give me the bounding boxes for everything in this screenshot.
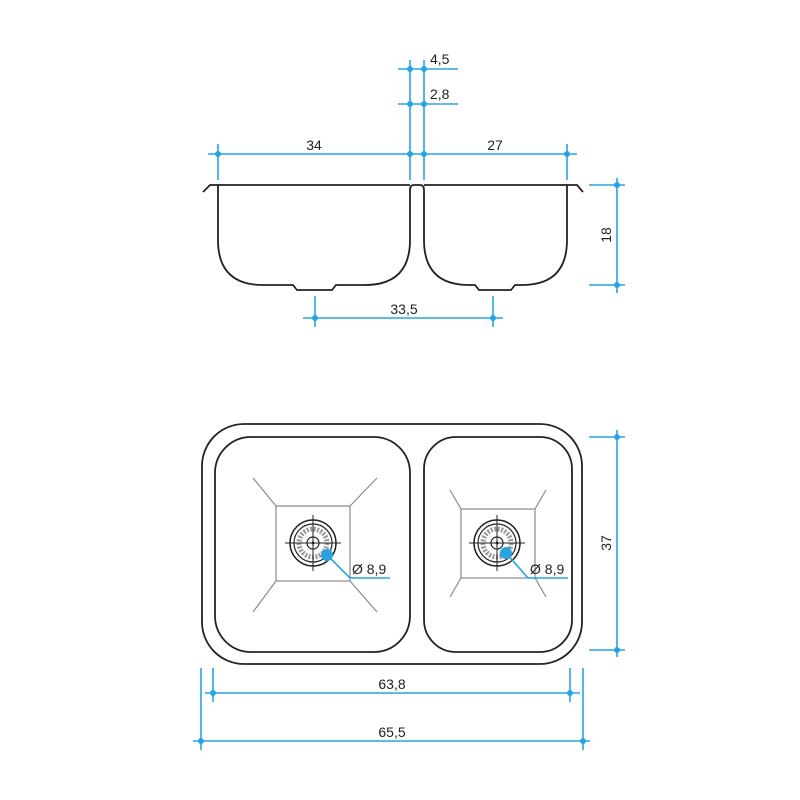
right-drain: Ø 8,9 xyxy=(449,489,568,598)
top-view: Ø 8,9 Ø 8,9 37 xyxy=(193,423,625,750)
dim-label-33-5: 33,5 xyxy=(390,301,417,317)
dim-label-4-5: 4,5 xyxy=(430,51,450,67)
dim-label-18: 18 xyxy=(598,227,614,243)
dim-label-2-8: 2,8 xyxy=(430,86,450,102)
side-rim-left xyxy=(202,184,410,193)
side-rim-right xyxy=(424,184,584,193)
sink-outline xyxy=(201,423,583,665)
dim-label-65-5: 65,5 xyxy=(378,724,405,740)
dim-label-27: 27 xyxy=(487,137,503,153)
right-bowl xyxy=(423,436,573,653)
dim-label-34: 34 xyxy=(306,137,322,153)
dim-label-right-drain: Ø 8,9 xyxy=(530,561,564,577)
dim-label-63-8: 63,8 xyxy=(378,676,405,692)
dim-label-left-drain: Ø 8,9 xyxy=(352,561,386,577)
side-view: 4,5 2,8 34 27 18 33,5 xyxy=(202,51,625,327)
left-bowl xyxy=(214,436,411,653)
left-drain: Ø 8,9 xyxy=(252,477,390,613)
dim-label-37: 37 xyxy=(598,535,614,551)
side-left-bowl xyxy=(217,184,568,291)
